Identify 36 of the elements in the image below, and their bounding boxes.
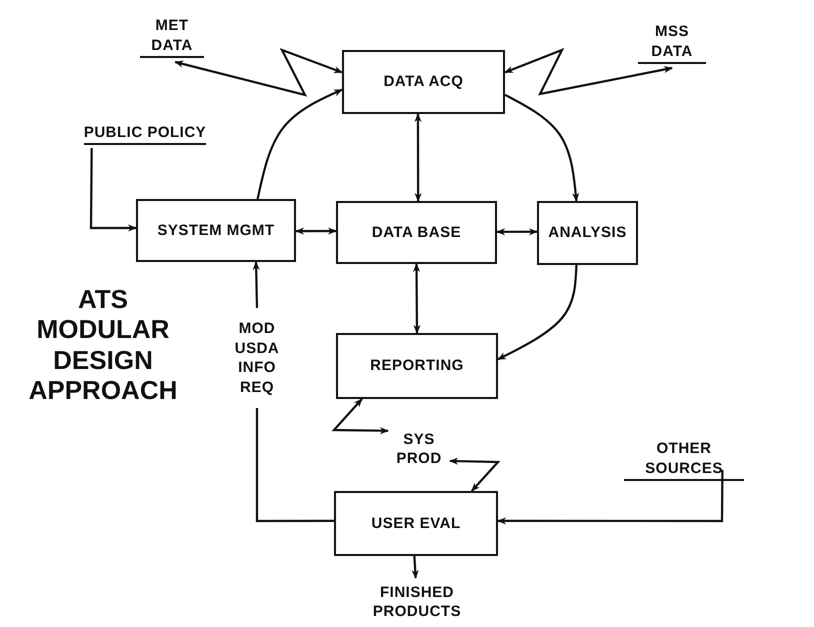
box-label: REPORTING [370, 356, 464, 376]
arrow [412, 556, 419, 579]
arrow [497, 470, 724, 524]
arrow [90, 148, 137, 232]
arrow [174, 48, 343, 97]
arrow [252, 261, 260, 308]
arrow [256, 88, 343, 200]
underlined-label: MET DATA [140, 16, 204, 58]
arrow [295, 227, 337, 235]
connector-line [256, 408, 334, 522]
arrow [496, 228, 538, 236]
arrow [412, 263, 421, 334]
process-box [136, 199, 296, 262]
arrow [414, 113, 422, 202]
arrow [332, 398, 389, 434]
box-label: SYSTEM MGMT [157, 220, 275, 240]
underlined-label: OTHER SOURCES [624, 439, 744, 481]
process-box [336, 333, 498, 399]
process-box [336, 201, 497, 264]
box-label: ANALYSIS [548, 223, 627, 243]
arrow [504, 48, 673, 96]
underlined-label: MSS DATA [638, 22, 706, 64]
process-box [334, 491, 498, 556]
box-label: DATA BASE [372, 222, 462, 242]
text-label: SYS PROD [395, 430, 443, 468]
arrow [449, 458, 500, 492]
process-box [537, 201, 638, 265]
box-label: DATA ACQ [384, 72, 464, 92]
text-label: MOD USDA INFO REQ [234, 319, 280, 397]
process-box [342, 50, 505, 114]
arrow [504, 94, 580, 202]
diagram-title: ATS MODULAR DESIGN APPROACH [28, 284, 178, 406]
box-label: USER EVAL [371, 514, 461, 534]
underlined-label: PUBLIC POLICY [84, 122, 206, 146]
arrow [497, 264, 578, 360]
text-label: FINISHED PRODUCTS [372, 582, 462, 622]
